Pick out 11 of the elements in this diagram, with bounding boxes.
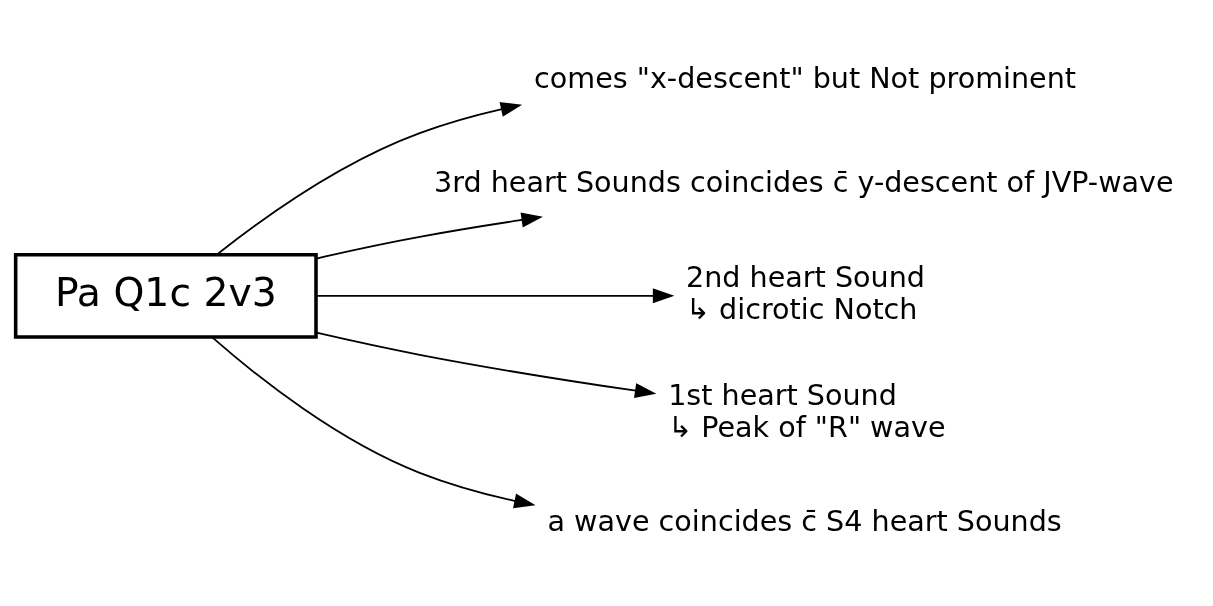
node-text: a wave coincides c̄ S4 heart Sounds — [547, 504, 1062, 539]
node-text: comes "x-descent" but Not prominent — [534, 61, 1077, 96]
arrow — [315, 288, 675, 304]
arrow — [315, 331, 657, 399]
arrow — [211, 336, 536, 509]
arrow — [215, 102, 523, 256]
node-text: 3rd heart Sounds coincides c̄ y-descent of JVP-wave — [433, 164, 1174, 199]
node-text: 1st heart Sound ↳ Peak of "R" wave — [668, 377, 946, 444]
node-box: Pa Q1c 2v3 — [13, 252, 318, 339]
node-text: 2nd heart Sound ↳ dicrotic Notch — [686, 259, 925, 326]
arrow — [315, 212, 543, 260]
